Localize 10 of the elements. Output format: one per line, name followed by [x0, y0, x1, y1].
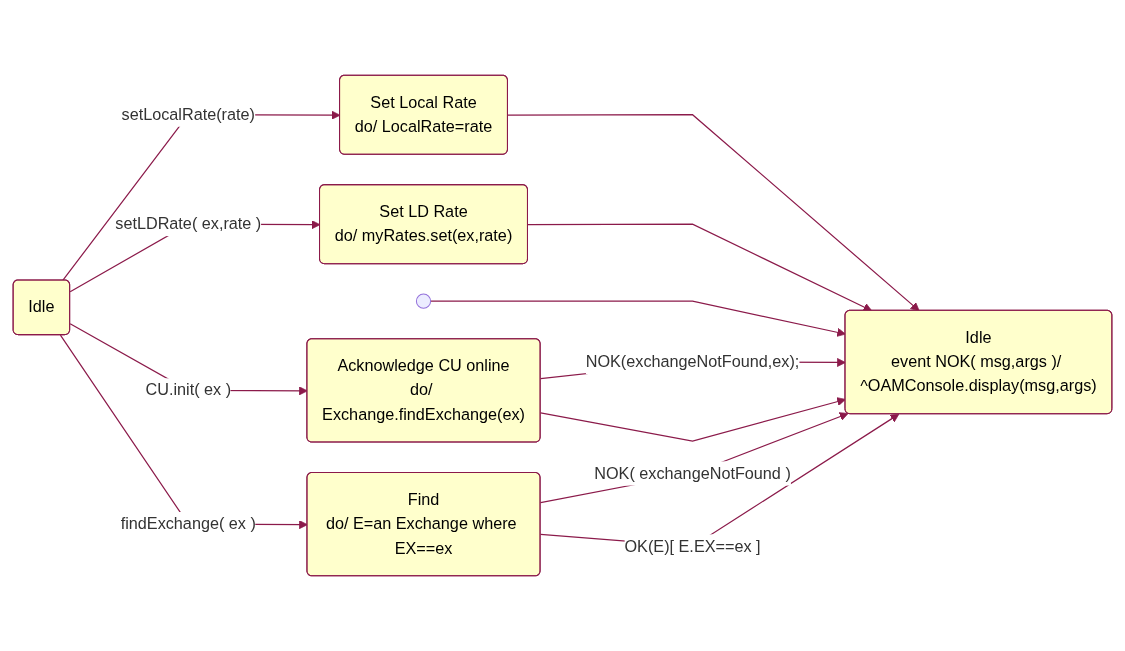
- edge-label: setLDRate( ex,rate ): [115, 215, 262, 233]
- edge-label: setLocalRate(rate): [121, 105, 255, 123]
- node-circle: [415, 293, 432, 309]
- edge-label: NOK( exchangeNotFound ): [594, 464, 791, 482]
- edge-label: CU.init( ex ): [145, 381, 232, 399]
- edge-label: NOK(exchangeNotFound,ex);: [585, 352, 800, 371]
- edge-label: OK(E)[ E.EX==ex ]: [624, 537, 761, 555]
- edge-label: findExchange( ex ): [120, 515, 256, 533]
- arrow: [507, 114, 920, 312]
- arrow: [527, 223, 873, 312]
